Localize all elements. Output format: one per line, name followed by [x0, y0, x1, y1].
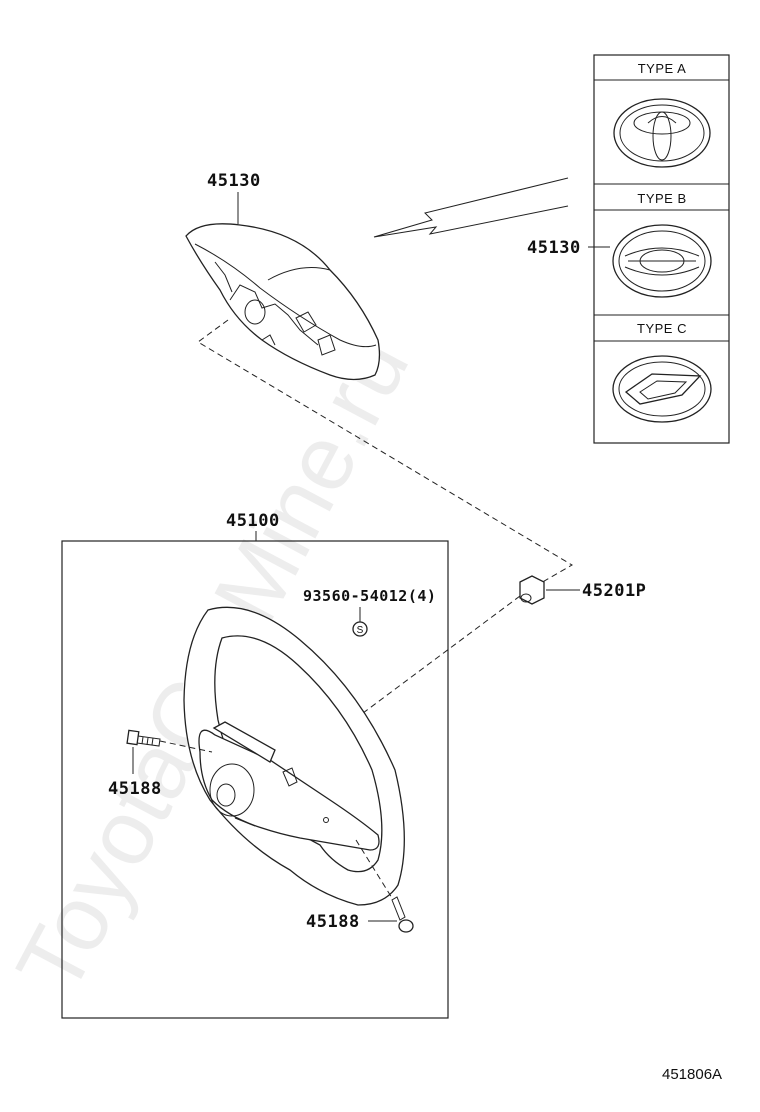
diagram-code: 451806A	[662, 1066, 722, 1083]
screw-part-number: 93560-54012(4)	[303, 587, 436, 605]
bolt-icon-bottom	[391, 896, 414, 933]
nut-icon	[519, 575, 545, 605]
pad-part-number: 45130	[207, 171, 261, 191]
steering-wheel	[183, 606, 405, 906]
horn-pad	[185, 223, 381, 381]
s-circle-icon: S	[352, 621, 368, 637]
svg-text:S: S	[357, 625, 364, 636]
type-a-label: TYPE A	[638, 61, 687, 76]
bolt-bottom-part-number: 45188	[306, 912, 360, 932]
bolt-left-part-number: 45188	[108, 779, 162, 799]
wheel-assembly-frame	[61, 540, 449, 1019]
type-b-label: TYPE B	[637, 191, 686, 206]
wheel-part-number: 45100	[226, 511, 280, 531]
pad-connection-line	[197, 319, 573, 589]
nut-part-number: 45201P	[582, 581, 646, 601]
direction-arrow	[373, 177, 569, 238]
type-c-label: TYPE C	[637, 321, 687, 336]
toyota-emblem-icon	[613, 98, 711, 168]
bolt-icon-left	[126, 729, 161, 747]
emblem-type-table: TYPE A TYPE B TYPE C	[593, 54, 730, 444]
pad-part-number-side: 45130	[527, 238, 581, 258]
daihatsu-emblem-icon	[612, 355, 712, 423]
oval-emblem-icon	[612, 224, 712, 298]
